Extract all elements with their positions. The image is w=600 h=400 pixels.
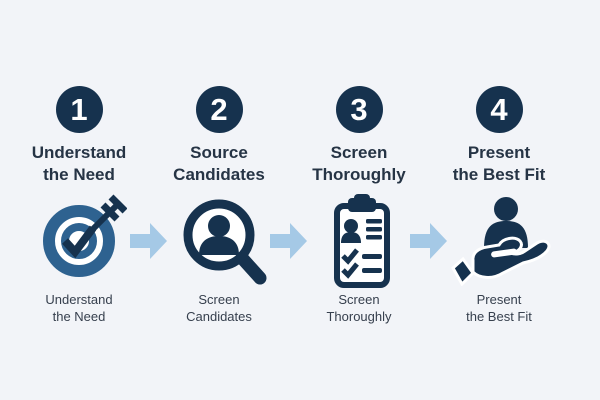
hand-person-icon — [450, 197, 550, 286]
clipboard-checklist-icon — [334, 193, 390, 288]
step-2-iconbox — [171, 191, 267, 287]
step-3-iconbox — [326, 191, 392, 288]
step-3-caption: Screen Thoroughly — [326, 292, 392, 324]
step-3-title: Screen Thoroughly — [312, 143, 406, 184]
step-1-number: 1 — [70, 91, 88, 127]
step-1-title: Understand the Need — [31, 143, 127, 184]
arrow-right-icon — [270, 223, 307, 259]
step-4-iconbox — [448, 191, 551, 287]
arrow-right-icon — [410, 223, 447, 259]
step-4-caption: Present the Best Fit — [466, 292, 532, 324]
step-2-number: 2 — [210, 91, 228, 127]
target-arrow-icon — [43, 194, 127, 277]
step-3-number: 3 — [350, 91, 368, 127]
steps-row: 1 Understand the Need Understand the Nee… — [9, 0, 569, 325]
magnifier-person-icon — [183, 199, 267, 285]
step-4: 4 Present the Best Fit Present the Best … — [429, 0, 569, 325]
step-4-title: Present the Best Fit — [452, 143, 546, 184]
step-4-number-badge: 4 — [475, 86, 523, 133]
step-2: 2 Source Candidates Screen Candidates — [149, 0, 289, 325]
step-2-title: Source Candidates — [173, 143, 265, 184]
step-2-caption: Screen Candidates — [186, 292, 252, 324]
step-1: 1 Understand the Need Understand the Nee… — [9, 0, 149, 325]
step-3: 3 Screen Thoroughly — [289, 0, 429, 325]
step-1-number-badge: 1 — [55, 86, 103, 133]
step-4-number: 4 — [490, 91, 508, 127]
step-1-caption: Understand the Need — [45, 292, 113, 324]
step-1-iconbox — [31, 191, 127, 287]
step-3-number-badge: 3 — [335, 86, 383, 133]
arrow-right-icon — [130, 223, 167, 259]
step-2-number-badge: 2 — [195, 86, 243, 133]
